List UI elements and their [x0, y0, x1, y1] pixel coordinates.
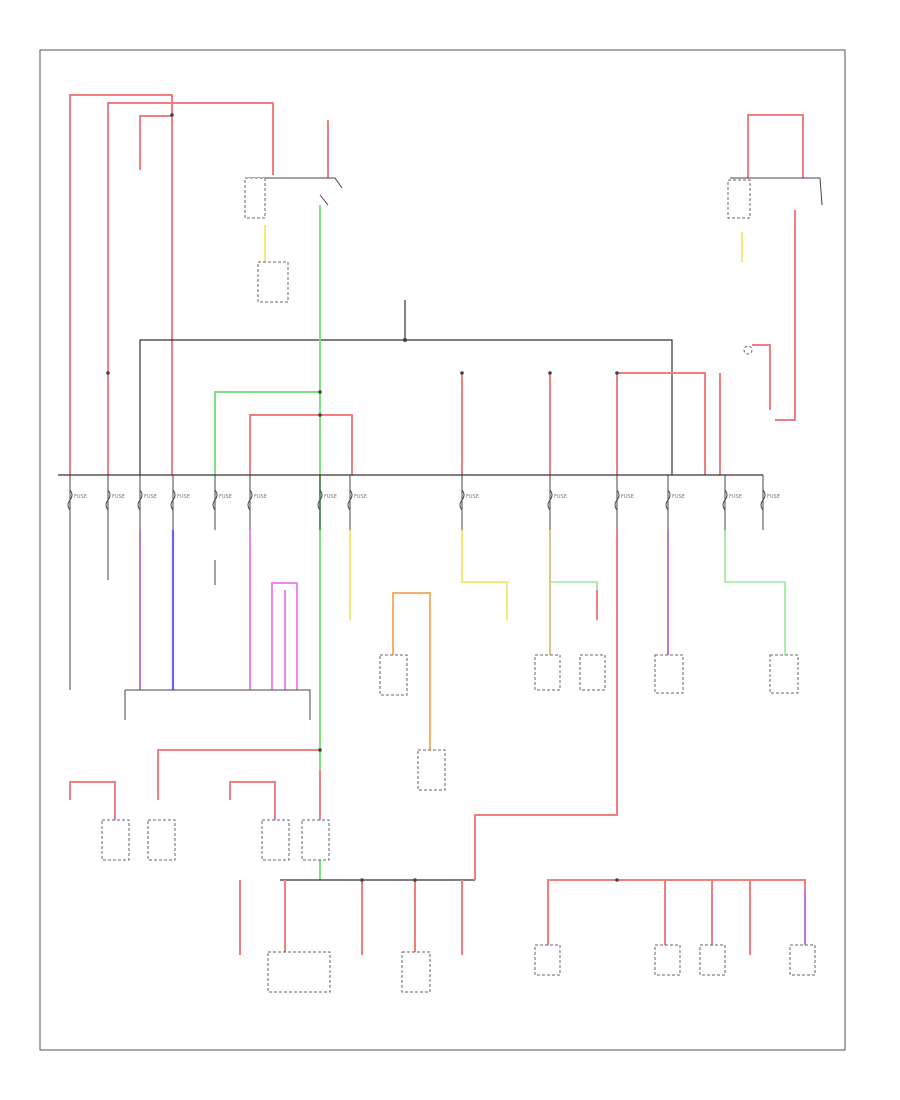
diagram-frame	[39, 49, 846, 1051]
fuse-symbol	[247, 489, 253, 511]
fuse-label: FUSE	[144, 494, 157, 500]
fuse-label: FUSE	[466, 494, 479, 500]
fuse-label: FUSE	[621, 494, 634, 500]
fuse-symbol	[665, 489, 671, 511]
red-branch-350	[249, 414, 353, 475]
fuse-symbol	[347, 489, 353, 511]
engine-control-module	[257, 261, 289, 303]
fuse-label: FUSE	[254, 494, 267, 500]
injector-group	[69, 748, 330, 861]
fuse-symbol	[212, 489, 218, 511]
fuse-symbol	[459, 489, 465, 511]
fuse-symbol	[105, 489, 111, 511]
lower-left-branches	[69, 530, 311, 720]
ignition-bus	[139, 300, 721, 475]
relay-block-left	[244, 177, 266, 219]
fuse-label: FUSE	[177, 494, 190, 500]
bottom-bus	[239, 530, 816, 993]
fuse-symbol	[760, 489, 766, 511]
fuse-label: FUSE	[729, 494, 742, 500]
middle-branches	[349, 530, 799, 791]
fuse-label: FUSE	[324, 494, 337, 500]
fuse-symbol	[137, 489, 143, 511]
fuse-label: FUSE	[112, 494, 125, 500]
relay-block-right	[727, 114, 823, 421]
fuse-label: FUSE	[554, 494, 567, 500]
battery-feed-left	[69, 94, 343, 475]
fuse-symbol	[317, 489, 323, 511]
fuse-symbol	[722, 489, 728, 511]
fuse-label: FUSE	[354, 494, 367, 500]
fuse-label: FUSE	[219, 494, 232, 500]
fuse-symbol	[67, 489, 73, 511]
fuse-symbol	[614, 489, 620, 511]
fuse-symbol	[170, 489, 176, 511]
fuse-row: FUSE FUSE FUSE FUSE FUSE FUSE FUSE FUSE FUSE FUSE…	[67, 475, 780, 530]
fuse-symbol	[547, 489, 553, 511]
green-branch	[214, 391, 320, 475]
fuse-label: FUSE	[672, 494, 685, 500]
fuse-label: FUSE	[74, 494, 87, 500]
fuse-label: FUSE	[767, 494, 780, 500]
